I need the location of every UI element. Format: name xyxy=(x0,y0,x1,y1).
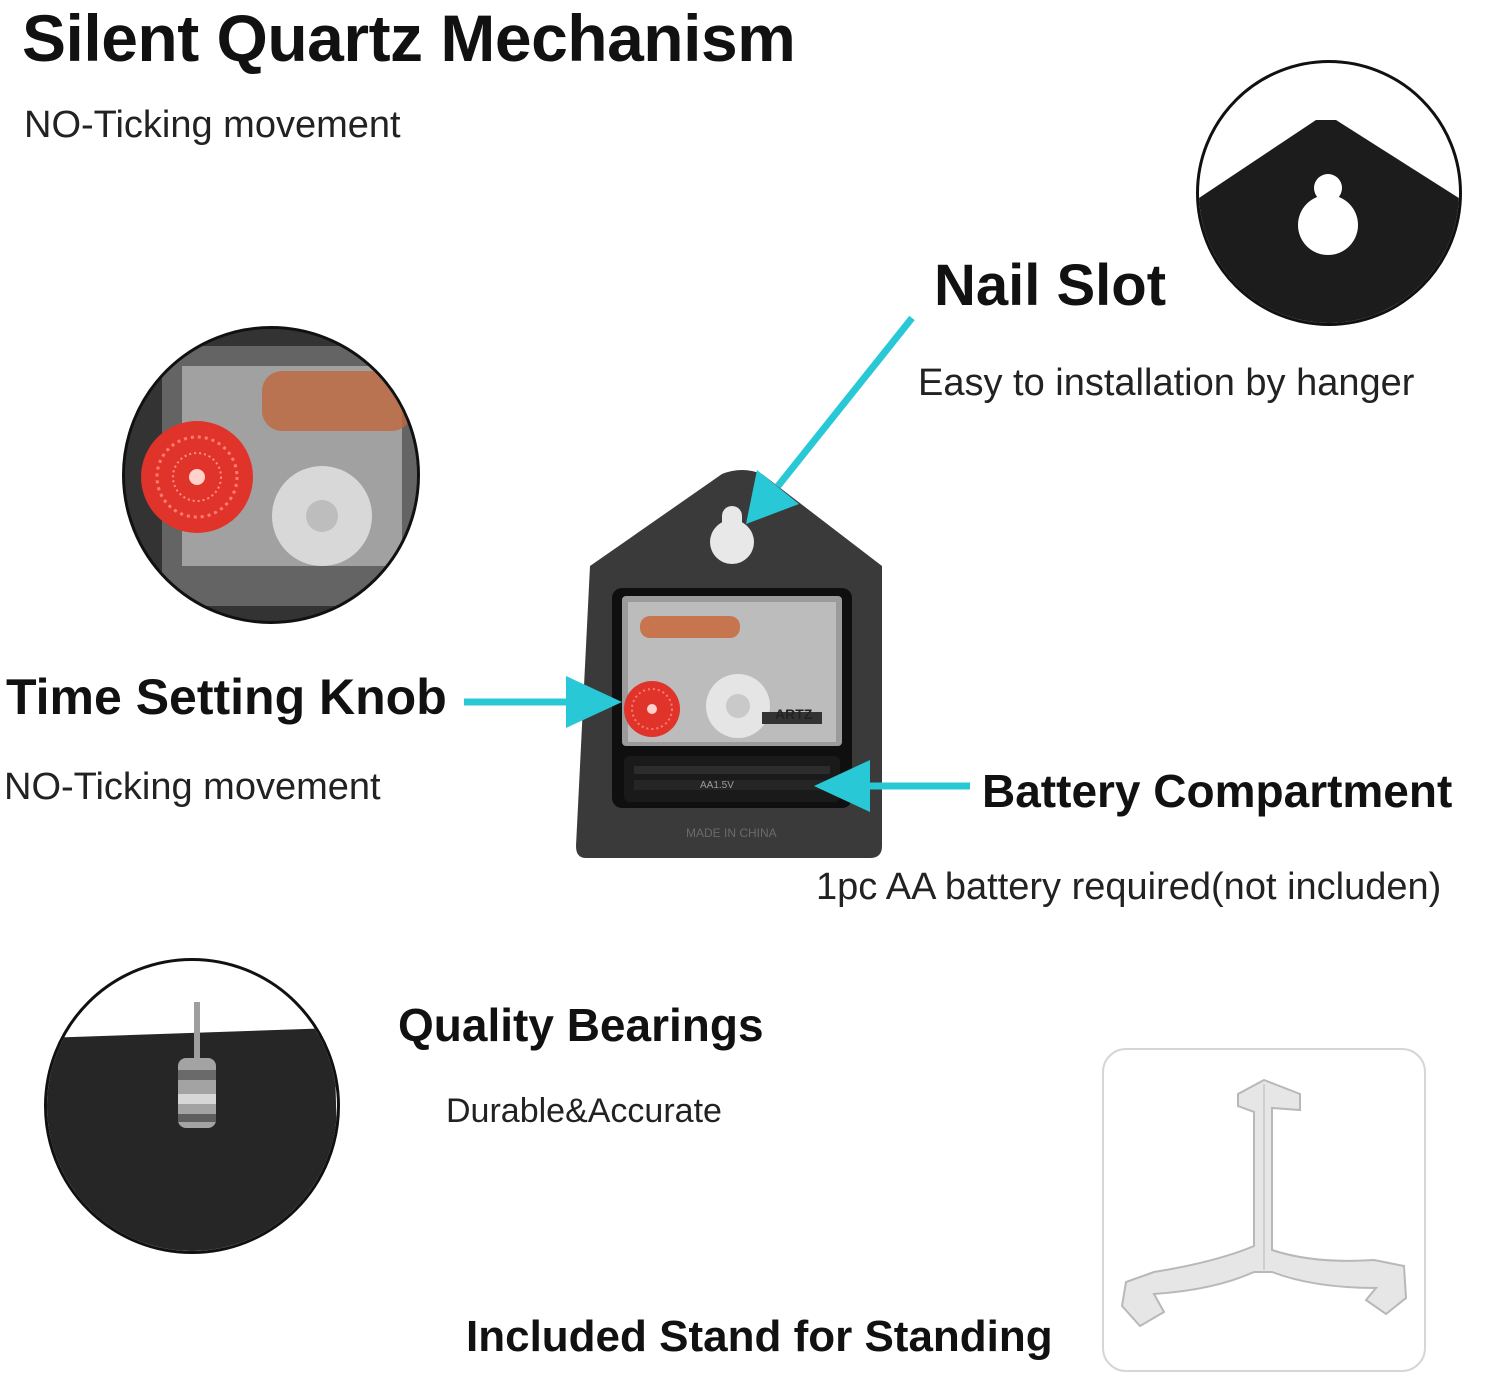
page-subtitle: NO-Ticking movement xyxy=(24,104,401,146)
nail-slot-desc: Easy to installation by hanger xyxy=(918,362,1415,404)
clock-movement-graphic xyxy=(576,470,882,858)
nail-slot-title: Nail Slot xyxy=(934,253,1167,318)
nail-slot-detail-circle xyxy=(1196,60,1462,326)
stand-image-frame xyxy=(1102,1048,1426,1372)
battery-desc: 1pc AA battery required(not includen) xyxy=(816,866,1442,908)
movement-voltage-mark: AA1.5V xyxy=(700,780,734,791)
bearing-shaft-icon xyxy=(47,1002,337,1251)
time-knob-desc: NO-Ticking movement xyxy=(4,766,381,808)
bearings-desc: Durable&Accurate xyxy=(446,1092,722,1130)
movement-origin-mark: MADE IN CHINA xyxy=(686,826,777,840)
time-knob-title: Time Setting Knob xyxy=(6,669,447,725)
bearing-detail-circle xyxy=(44,958,340,1254)
easel-stand-icon xyxy=(1120,1078,1408,1328)
red-knob-icon xyxy=(141,421,253,533)
movement-brand-mark: ARTZ xyxy=(775,706,813,722)
knob-detail-circle xyxy=(122,326,420,624)
page-title: Silent Quartz Mechanism xyxy=(22,1,796,75)
battery-title: Battery Compartment xyxy=(982,765,1453,817)
keyhole-slot-icon xyxy=(1199,120,1459,323)
movement-closeup xyxy=(125,329,417,621)
stand-title: Included Stand for Standing xyxy=(466,1312,1053,1361)
bearings-title: Quality Bearings xyxy=(398,999,764,1051)
